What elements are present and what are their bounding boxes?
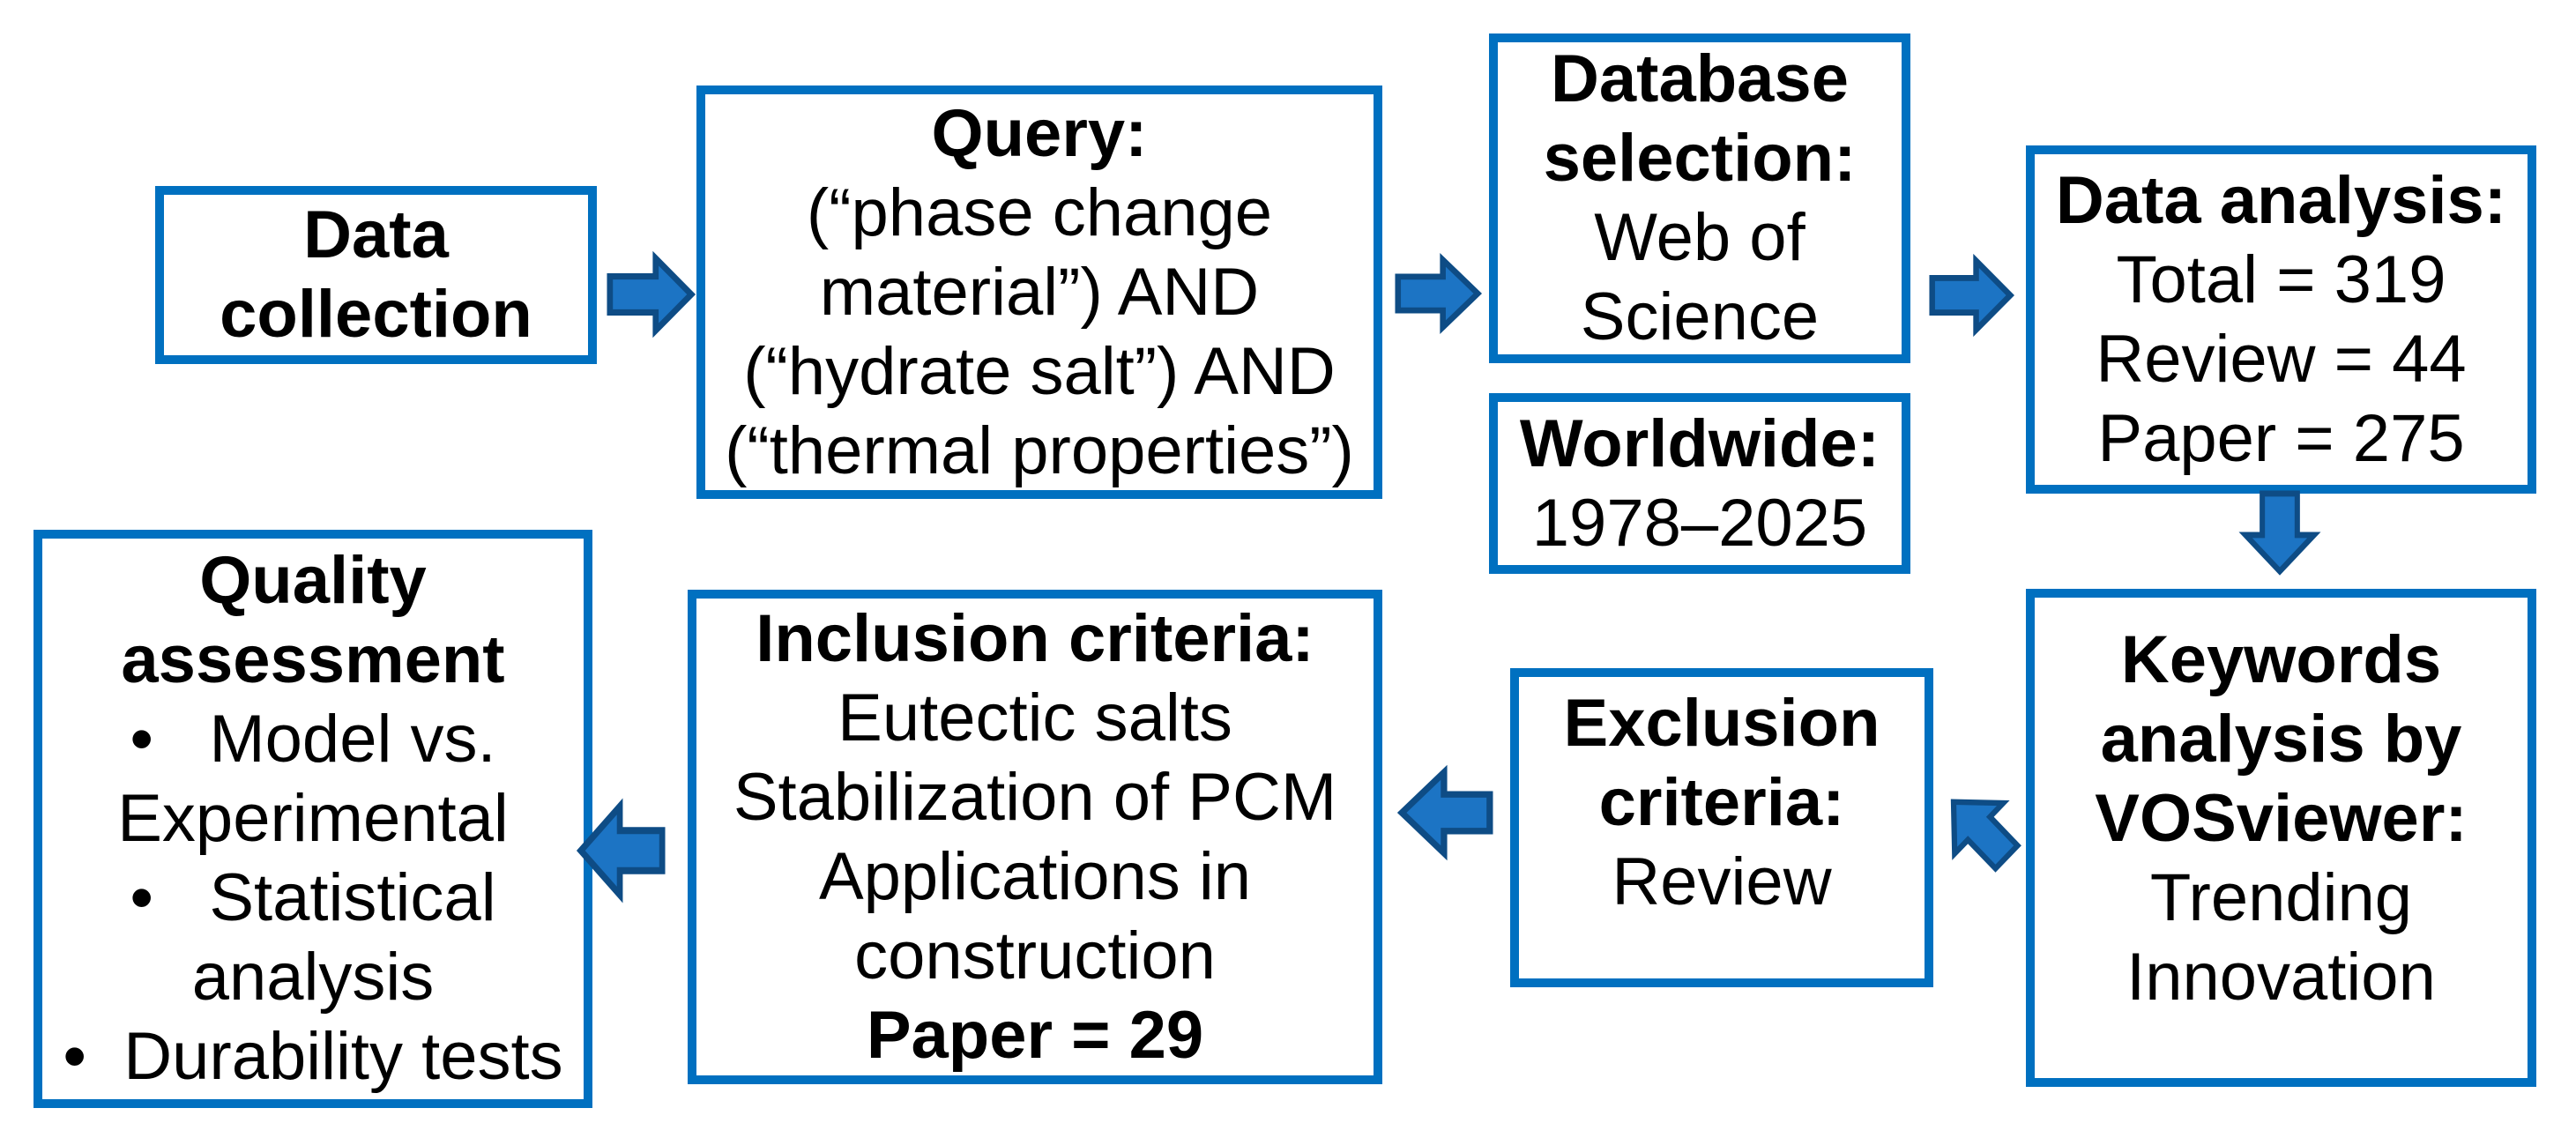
box-worldwide: Worldwide:1978–2025: [1489, 393, 1910, 574]
text-line: selection:: [1543, 121, 1857, 196]
text-line: Query:: [931, 95, 1148, 171]
text-line: Exclusion: [1563, 686, 1880, 761]
text-line: Paper = 275: [2097, 400, 2465, 476]
text-line: Data analysis:: [2055, 162, 2507, 238]
text-line: collection: [220, 277, 532, 352]
arrow-down-data-analysis-to-keywords: [2238, 490, 2321, 576]
text-line: Innovation: [2126, 940, 2436, 1015]
text-line: Quality: [199, 543, 427, 618]
text-line: Data: [303, 197, 449, 272]
text-line: Eutectic salts: [838, 680, 1232, 755]
arrow-left-inclusion-to-quality: [576, 798, 666, 904]
text-line: VOSviewer:: [2095, 781, 2468, 856]
arrow-left-exclusion-to-inclusion: [1396, 764, 1493, 861]
text-line: • Model vs.: [130, 702, 496, 777]
text-line: Review: [1612, 844, 1832, 919]
text-line: Web of: [1594, 200, 1805, 275]
text-line: Total = 319: [2116, 242, 2446, 317]
text-line: construction: [854, 918, 1216, 993]
text-line: Worldwide:: [1519, 405, 1880, 481]
text-line: material”) AND: [819, 254, 1260, 330]
text-line: Keywords: [2120, 622, 2442, 697]
text-line: analysis by: [2100, 702, 2462, 777]
text-line: (“phase change: [806, 175, 1273, 250]
text-line: Paper = 29: [866, 997, 1204, 1073]
text-line: analysis: [191, 940, 435, 1015]
text-line: Review = 44: [2096, 321, 2467, 397]
text-line: Experimental: [117, 781, 509, 856]
arrow-right-database-to-data-analysis: [1929, 253, 2014, 338]
text-line: • Durability tests: [63, 1019, 563, 1094]
text-line: (“thermal properties”): [725, 413, 1354, 488]
text-line: assessment: [121, 622, 505, 697]
text-line: Trending: [2149, 860, 2413, 935]
text-line: Applications in: [818, 838, 1252, 914]
arrow-diagonal-keywords-to-exclusion: [1939, 789, 2021, 873]
text-line: • Statistical: [130, 860, 496, 935]
arrow-right-query-to-database: [1395, 252, 1483, 335]
text-line: Database: [1551, 41, 1849, 116]
text-line: criteria:: [1598, 765, 1845, 840]
text-line: Science: [1580, 279, 1820, 354]
text-line: 1978–2025: [1531, 485, 1868, 561]
text-line: Inclusion criteria:: [756, 600, 1314, 676]
arrow-right-data-collection-to-query: [607, 250, 696, 338]
text-line: Stabilization of PCM: [733, 759, 1337, 835]
text-line: (“hydrate salt”) AND: [743, 333, 1336, 409]
